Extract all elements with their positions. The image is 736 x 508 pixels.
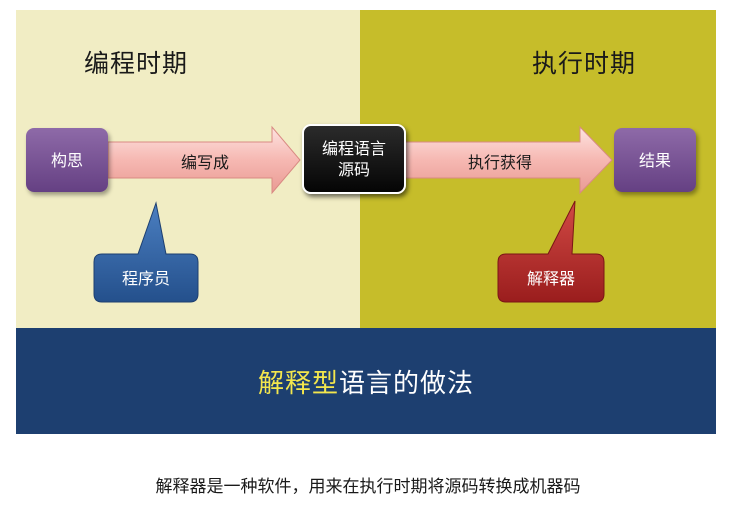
execution-phase-title: 执行时期 (532, 49, 637, 78)
programming-phase-title: 编程时期 (84, 49, 189, 78)
write-arrow-label: 编写成 (180, 153, 229, 172)
result-node-label: 结果 (638, 150, 671, 170)
programmer-callout-label: 程序员 (121, 268, 170, 288)
interpreter-callout-label: 解释器 (526, 268, 575, 288)
result-node: 结果 (614, 128, 696, 192)
source-code-label-line2: 源码 (337, 160, 370, 179)
execute-arrow-label: 执行获得 (467, 153, 532, 172)
idea-node: 构思 (26, 128, 108, 192)
interpreter-callout: 解释器 (498, 254, 604, 302)
programmer-callout: 程序员 (94, 254, 198, 302)
banner-highlight-text: 解释型 (257, 368, 339, 399)
write-arrow (107, 125, 301, 195)
execute-arrow (403, 125, 613, 195)
idea-node-label: 构思 (50, 150, 83, 170)
caption-text: 解释器是一种软件，用来在执行时期将源码转换成机器码 (155, 477, 581, 497)
source-code-label-line1: 编程语言 (321, 139, 386, 158)
interpreted-language-banner: 解释型语言的做法 (16, 328, 716, 434)
banner-rest-text: 语言的做法 (339, 368, 475, 399)
source-code-node: 编程语言 源码 (302, 124, 406, 194)
programmer-callout-shape (93, 201, 199, 303)
interpreter-callout-shape (497, 200, 605, 303)
